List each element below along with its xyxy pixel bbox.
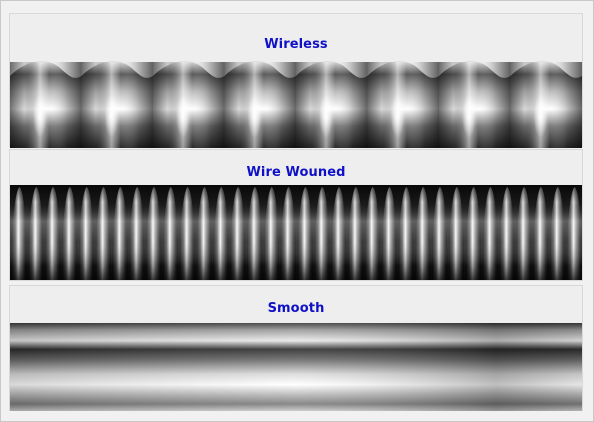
corrugation-highlight: [104, 94, 119, 138]
wire-wound-tube-image: [10, 185, 582, 280]
wire-wound-panel[interactable]: Wire Wouned: [9, 149, 583, 281]
corrugated-tube-image: [10, 61, 582, 148]
smooth-tube-image: [10, 323, 582, 411]
corrugation-highlight: [33, 94, 48, 138]
corrugation-highlight: [390, 94, 405, 138]
wireless-title: Wireless: [264, 37, 328, 52]
corrugation-highlight: [319, 94, 334, 138]
wire-wound-title: Wire Wouned: [246, 165, 346, 180]
corrugation-highlight: [176, 94, 191, 138]
wireless-panel[interactable]: Wireless: [9, 13, 583, 148]
corrugation-highlight: [462, 94, 477, 138]
corrugation-highlight: [533, 94, 548, 138]
corrugation-highlight: [247, 94, 262, 138]
smooth-panel[interactable]: Smooth: [9, 285, 583, 411]
smooth-title: Smooth: [267, 301, 325, 316]
